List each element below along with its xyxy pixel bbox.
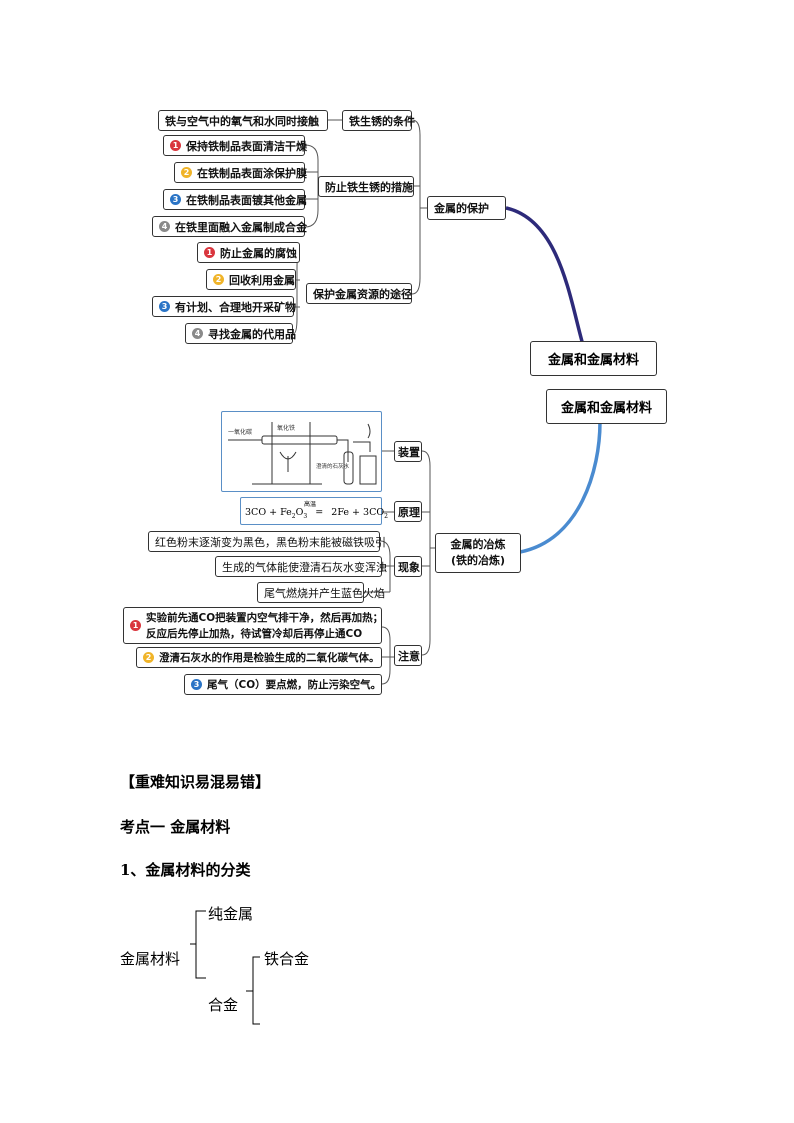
resource-item-label: 有计划、合理地开采矿物 [175, 300, 296, 314]
section-title: 【重难知识易混易错】 [120, 773, 271, 791]
node-rust-prevention: 防止铁生锈的措施 [318, 176, 414, 197]
node-resource-protection: 保护金属资源的途径 [306, 283, 412, 304]
label-limewater: 澄清的石灰水 [316, 462, 350, 470]
tree-alloy: 合金 [208, 996, 239, 1014]
eq-sub: 2 [291, 512, 296, 520]
prevention-item-label: 保持铁制品表面清洁干燥 [186, 139, 307, 153]
number-3-icon: 3 [170, 194, 181, 205]
number-2-icon: 2 [181, 167, 192, 178]
number-4-icon: 4 [159, 221, 170, 232]
note-line: 实验前先通CO把装置内空气排干净，然后再加热； [146, 611, 384, 624]
resource-item-3: 3 有计划、合理地开采矿物 [152, 296, 296, 317]
equation-condition: 高温 [304, 501, 317, 508]
node-rust-condition: 铁生锈的条件 [342, 110, 415, 131]
prevention-item-3: 3 在铁制品表面镀其他金属 [163, 189, 307, 210]
prevention-item-label: 在铁里面融入金属制成合金 [175, 220, 307, 234]
smelting-title: 金属的冶炼 [450, 538, 506, 551]
note-line: 反应后先停止加热，待试管冷却后再停止通CO [146, 627, 363, 640]
smelting-subtitle: (铁的冶炼) [450, 554, 506, 567]
note-item-2: 2 澄清石灰水的作用是检验生成的二氧化碳气体。 [136, 647, 382, 668]
phenomenon-item-3: 尾气燃烧并产生蓝色火焰 [257, 582, 385, 603]
phenomenon-item-2: 生成的气体能使澄清石灰水变浑浊 [215, 556, 387, 577]
eq-lhs: 3CO + Fe [245, 507, 292, 518]
tree-root: 金属材料 [120, 950, 181, 968]
node-notes: 注意 [394, 645, 422, 666]
node-metal-smelting: 金属的冶炼 (铁的冶炼) [435, 533, 521, 573]
label-co: 一氧化碳 [228, 428, 252, 436]
eq-sign: = [315, 507, 324, 518]
number-2-icon: 2 [213, 274, 224, 285]
heading-1: 1、金属材料的分类 [120, 861, 251, 879]
node-principle: 原理 [394, 501, 422, 522]
apparatus-drawing: 一氧化碳 氧化铁 澄清的石灰水 [228, 422, 377, 485]
number-1-icon: 1 [170, 140, 181, 151]
note-item-1-text: 实验前先通CO把装置内空气排干净，然后再加热； 反应后先停止加热，待试管冷却后再… [146, 610, 383, 642]
equation-box: 高温 3CO + Fe2O3 = 2Fe + 3CO2 [240, 497, 388, 525]
prevention-item-label: 在铁制品表面涂保护膜 [197, 166, 307, 180]
prevention-item-1: 1 保持铁制品表面清洁干燥 [163, 135, 307, 156]
number-1-icon: 1 [204, 247, 215, 258]
note-item-label: 澄清石灰水的作用是检验生成的二氧化碳气体。 [159, 652, 380, 664]
note-item-3: 3 尾气（CO）要点燃，防止污染空气。 [184, 674, 382, 695]
eq-o: O [295, 507, 304, 518]
node-phenomenon: 现象 [394, 556, 422, 577]
label-fe2o3: 氧化铁 [277, 424, 295, 432]
tree-pure-metal: 纯金属 [208, 905, 254, 923]
resource-item-1: 1 防止金属的腐蚀 [197, 242, 300, 263]
resource-item-2: 2 回收利用金属 [206, 269, 296, 290]
node-apparatus: 装置 [394, 441, 422, 462]
phenomenon-item-1: 红色粉末逐渐变为黑色，黑色粉末能被磁铁吸引 [148, 531, 386, 552]
number-4-icon: 4 [192, 328, 203, 339]
number-2-icon: 2 [143, 652, 154, 663]
prevention-item-2: 2 在铁制品表面涂保护膜 [174, 162, 307, 183]
root-node-top: 金属和金属材料 [530, 341, 657, 376]
resource-item-4: 4 寻找金属的代用品 [185, 323, 296, 344]
tree-iron-alloy: 铁合金 [264, 950, 310, 968]
resource-item-label: 回收利用金属 [229, 273, 295, 287]
number-1-icon: 1 [130, 620, 141, 631]
root-node-bottom: 金属和金属材料 [546, 389, 667, 424]
prevention-item-4: 4 在铁里面融入金属制成合金 [152, 216, 307, 237]
number-3-icon: 3 [159, 301, 170, 312]
rust-condition-item: 铁与空气中的氧气和水同时接触 [158, 110, 328, 131]
chemical-equation: 3CO + Fe2O3 = 2Fe + 3CO2 [245, 507, 388, 520]
resource-item-label: 寻找金属的代用品 [208, 327, 296, 341]
note-item-1: 1 实验前先通CO把装置内空气排干净，然后再加热； 反应后先停止加热，待试管冷却… [123, 607, 383, 644]
apparatus-figure: 一氧化碳 氧化铁 澄清的石灰水 [221, 411, 382, 492]
number-3-icon: 3 [191, 679, 202, 690]
eq-rhs: 2Fe + 3CO [331, 507, 385, 518]
resource-item-label: 防止金属的腐蚀 [220, 246, 297, 260]
note-item-label: 尾气（CO）要点燃，防止污染空气。 [207, 679, 382, 691]
eq-sub: 2 [384, 512, 388, 520]
kaodian-heading: 考点一 金属材料 [120, 818, 231, 836]
eq-sub: 3 [303, 512, 308, 520]
node-metal-protection: 金属的保护 [427, 196, 506, 220]
prevention-item-label: 在铁制品表面镀其他金属 [186, 193, 307, 207]
